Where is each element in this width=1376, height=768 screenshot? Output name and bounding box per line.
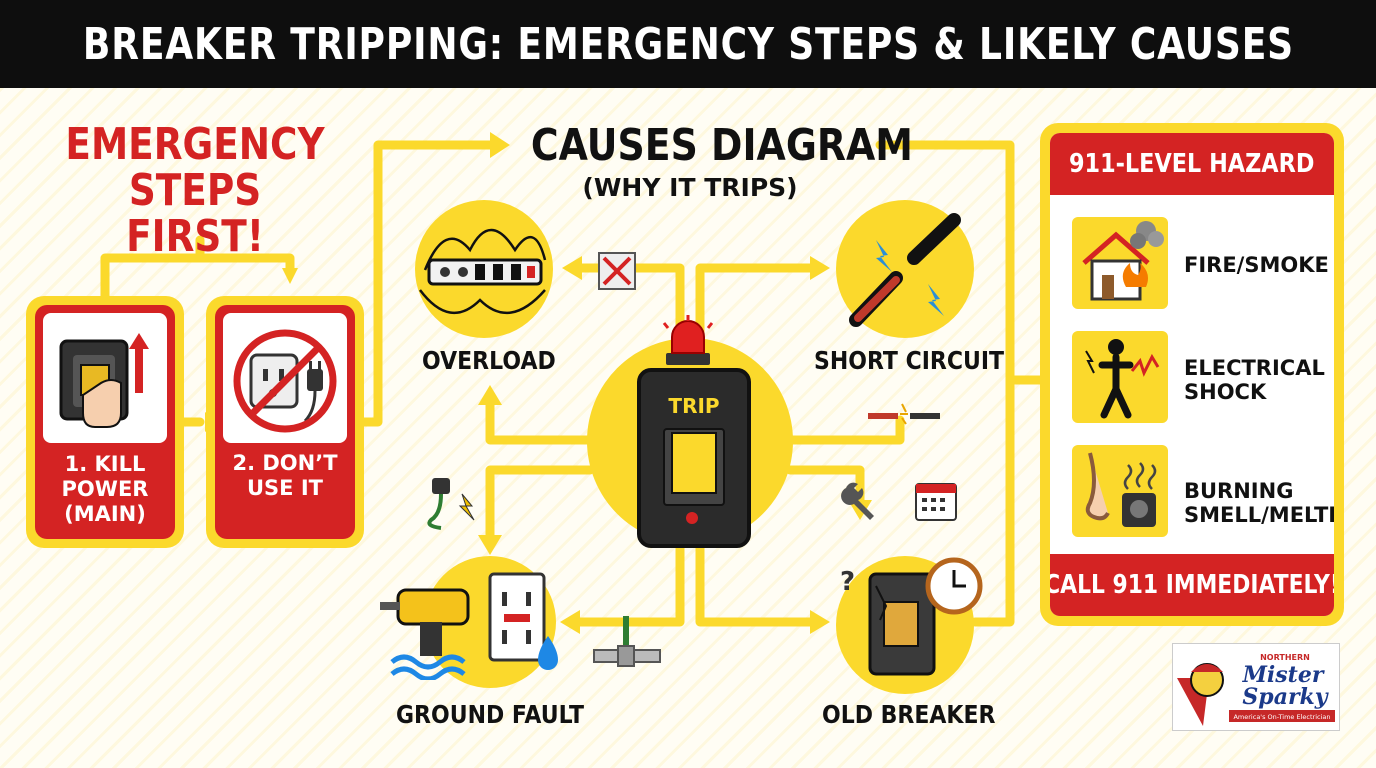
overload-circle [415,200,553,338]
electrical-shock-label: ELECTRICAL SHOCK [1184,356,1325,404]
no-overload-icon [598,252,636,290]
short-circuit-circle [836,200,974,338]
house-fire-icon [1072,217,1168,309]
broken-wire-icon [868,403,940,425]
wrench-icon [841,482,874,520]
burning-smell-label: BURNING SMELL/MELTING [1184,479,1334,527]
worn-breaker-clock-icon: ? [840,557,983,676]
causes-title: CAUSES DIAGRAM [530,120,913,171]
svg-text:America's On-Time Electrician: America's On-Time Electrician [1233,713,1330,721]
emergency-heading-line2: STEPS FIRST! [126,165,264,262]
power-strip-icon [419,228,547,315]
no-outlet-plug-icon [223,313,347,443]
trip-breaker-icon: TRIP [637,368,751,548]
hazard-heading: 911-LEVEL HAZARD [1050,133,1334,195]
ground-fault-label: GROUND FAULT [396,700,585,729]
step-card-dont-use-it: 2. DON’T USE IT [206,296,364,548]
alarm-light-icon [662,315,714,365]
breaker-switch-hand-icon [43,313,167,443]
svg-text:?: ? [840,567,855,597]
drill-outlet-water-icon [380,572,558,680]
overload-label: OVERLOAD [422,346,556,375]
svg-text:Sparky: Sparky [1242,684,1329,710]
svg-text:NORTHERN: NORTHERN [1260,653,1310,662]
page-title: BREAKER TRIPPING: EMERGENCY STEPS & LIKE… [0,0,1376,88]
sparking-wires-icon [849,213,961,327]
emergency-heading-line1: EMERGENCY [65,119,325,170]
ground-rod-icon [593,616,661,667]
calendar-icon [915,483,957,521]
trip-label: TRIP [668,394,720,418]
plug-spark-icon [427,478,475,530]
step-1-label: 1. KILL POWER (MAIN) [61,452,149,526]
step-card-kill-power: 1. KILL POWER (MAIN) [26,296,184,548]
electric-shock-icon [1072,331,1168,423]
causes-heading: CAUSES DIAGRAM (WHY IT TRIPS) [505,120,913,202]
nose-melted-outlet-icon [1072,445,1168,537]
fire-smoke-label: FIRE/SMOKE [1184,253,1329,277]
hazard-panel: 911-LEVEL HAZARD FIRE/SMOKE ELECTRICAL S… [1040,123,1344,626]
svg-text:Mister: Mister [1242,662,1325,688]
causes-subtitle: (WHY IT TRIPS) [582,173,798,202]
call-911-banner: CALL 911 IMMEDIATELY! [1050,554,1334,616]
short-circuit-label: SHORT CIRCUIT [814,346,1005,375]
mister-sparky-logo: NORTHERN Mister Sparky America's On-Time… [1172,643,1340,731]
old-breaker-label: OLD BREAKER [822,700,996,729]
emergency-heading: EMERGENCY STEPS FIRST! [40,122,350,260]
step-2-label: 2. DON’T USE IT [232,451,338,500]
